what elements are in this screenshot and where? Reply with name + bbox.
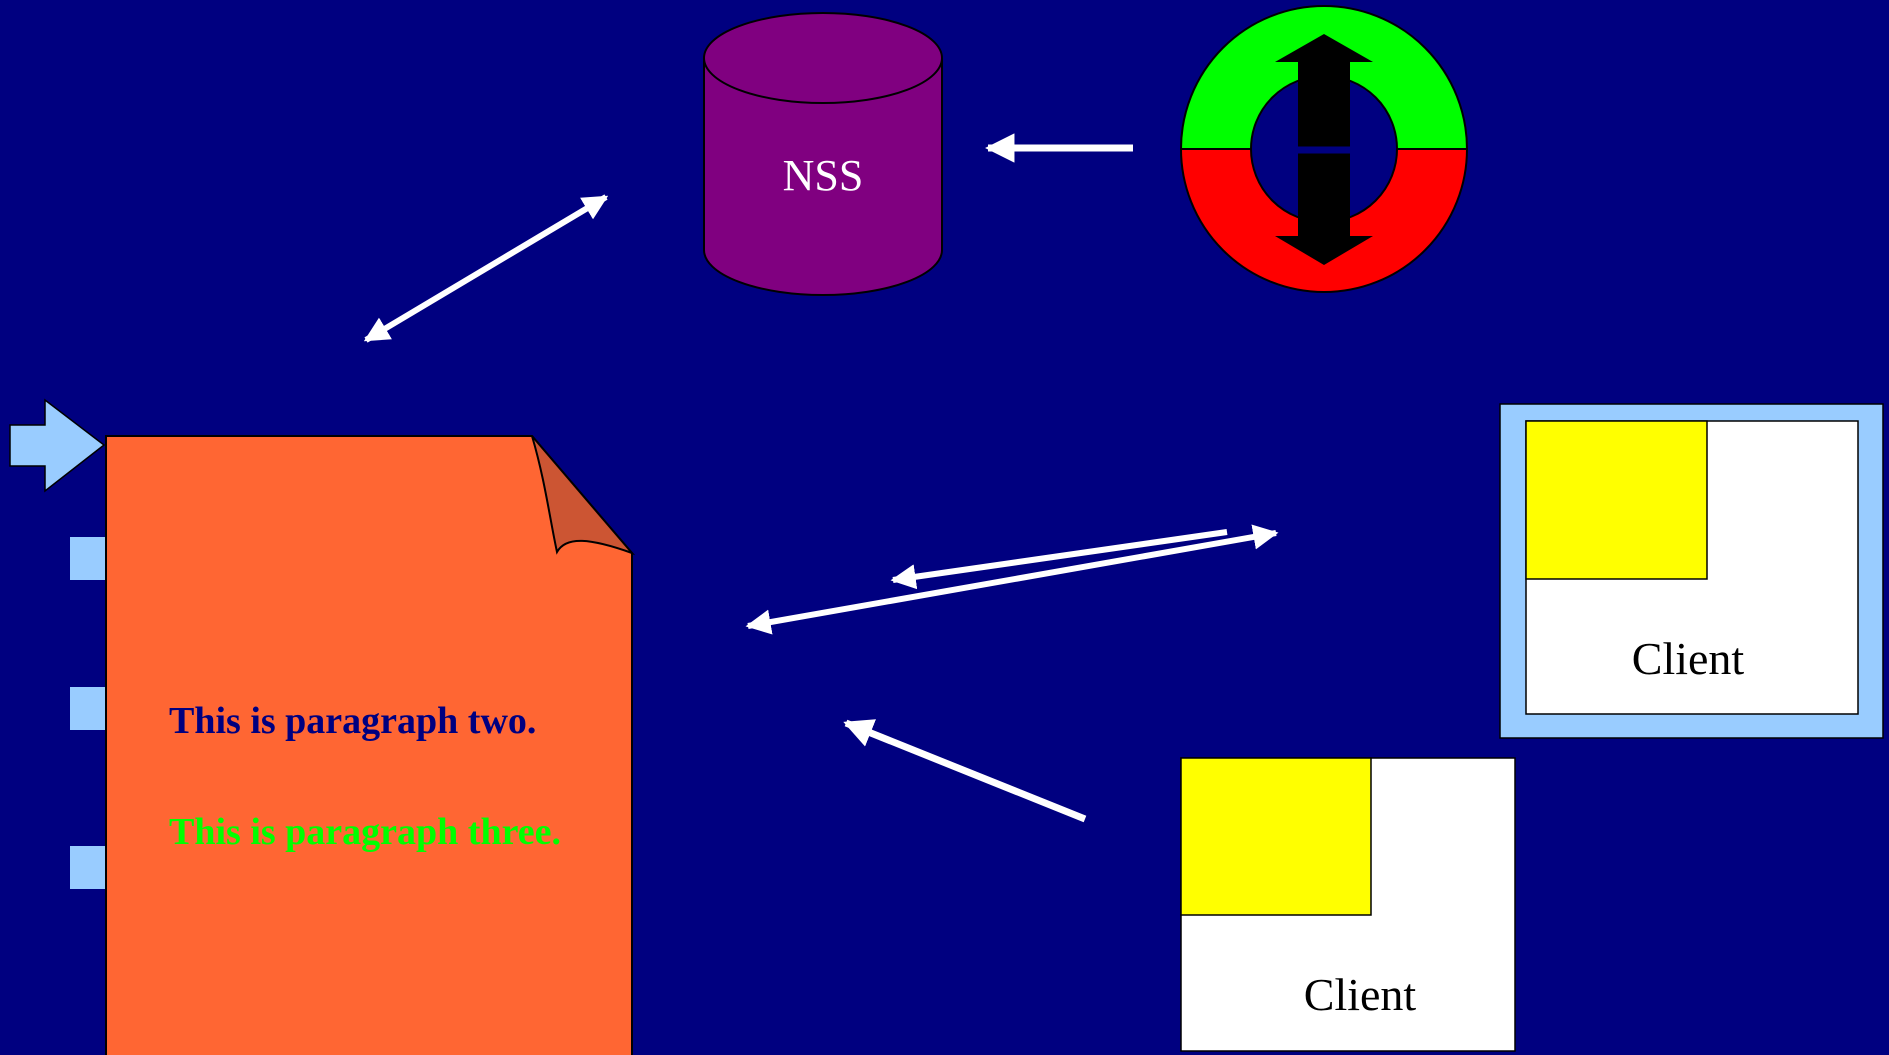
client-label: Client (1304, 969, 1417, 1020)
arrow-to-client-upper-bidirectional (745, 524, 1279, 635)
database-top-ellipse (703, 12, 943, 104)
paragraph-three: This is paragraph three. (169, 811, 561, 853)
arrow-from-client-lower (843, 719, 1087, 823)
ring-bottom-half (1179, 148, 1469, 293)
client-label: Client (1632, 633, 1745, 684)
client-window-upper: Client (1499, 403, 1884, 739)
database-label: NSS (783, 151, 864, 200)
two-way-sync-ring-icon (1179, 5, 1469, 293)
arrow-nss-document-bidirectional (363, 194, 609, 343)
ring-top-half (1179, 5, 1469, 150)
paragraph-two: This is paragraph two. (169, 700, 536, 742)
bullet-square-1 (70, 537, 106, 580)
page-fold-corner (531, 435, 636, 556)
dog-eared-page-icon (105, 435, 633, 1055)
client-highlight-box (1180, 757, 1372, 916)
bullet-square-3 (70, 846, 106, 889)
database-cylinder-icon (703, 58, 943, 296)
document-page: This is paragraph two. This is paragraph… (105, 435, 636, 1055)
bullet-square-2 (70, 687, 106, 730)
right-arrow-pointer-icon (9, 398, 106, 493)
nss-database: NSS (703, 12, 943, 296)
client-window-lower: Client (1180, 757, 1516, 1052)
client-highlight-box (1525, 420, 1708, 580)
